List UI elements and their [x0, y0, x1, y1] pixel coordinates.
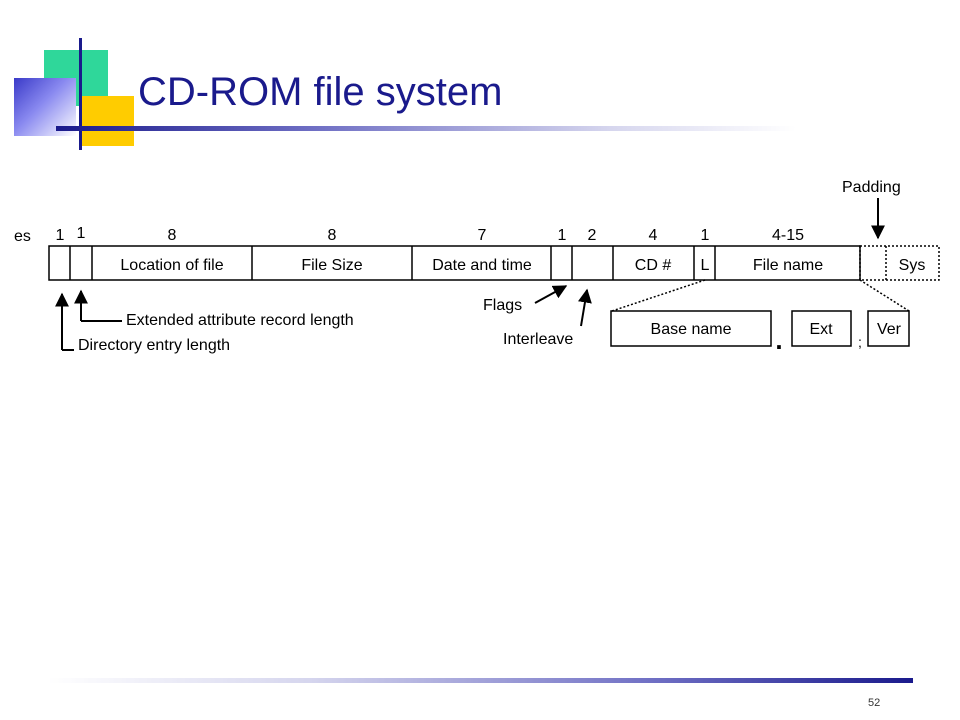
- field-size: 8: [328, 227, 337, 244]
- page-number: 52: [868, 697, 881, 709]
- ext-box: [791, 310, 852, 347]
- semicolon-separator: ;: [858, 334, 862, 350]
- base-name-label: Base name: [651, 321, 732, 338]
- title-underline: [56, 126, 796, 131]
- base-name-box: [610, 310, 772, 347]
- truncated-label: es: [14, 228, 31, 245]
- field-label: File Size: [301, 257, 362, 274]
- interleave-label: Interleave: [503, 331, 573, 348]
- logo-vertical-line: [79, 38, 82, 150]
- ver-box: [867, 310, 910, 347]
- sys-outline: [859, 245, 940, 281]
- field-size: 1: [56, 227, 65, 244]
- field-size: 8: [168, 227, 177, 244]
- extended-attr-label: Extended attribute record length: [126, 312, 354, 329]
- field-label: File name: [753, 257, 823, 274]
- ext-label: Ext: [809, 321, 833, 338]
- field-size: 1: [558, 227, 567, 244]
- field-size-row: 1 1 8 8 7 1 2 4 1 4-15: [56, 225, 805, 244]
- slide-title: CD-ROM file system: [138, 70, 503, 114]
- field-label: Sys: [899, 257, 926, 274]
- field-size: 7: [478, 227, 487, 244]
- logo-yellow-square: [82, 96, 134, 146]
- filename-expansion-lines: [611, 279, 910, 312]
- dir-entry-label: Directory entry length: [78, 337, 230, 354]
- field-size: 1: [701, 227, 710, 244]
- slide-logo-decoration: [0, 0, 140, 160]
- ver-label: Ver: [877, 321, 902, 338]
- flags-arrow: [534, 285, 568, 304]
- field-size: 4-15: [772, 227, 804, 244]
- field-label: CD #: [635, 257, 672, 274]
- dot-separator: .: [775, 325, 782, 355]
- padding-sys-fields: [859, 245, 940, 281]
- flags-label: Flags: [483, 297, 522, 314]
- field-label-row: Location of file File Size Date and time…: [120, 257, 925, 274]
- field-label: Date and time: [432, 257, 532, 274]
- field-label: Location of file: [120, 257, 223, 274]
- padding-label: Padding: [842, 179, 901, 196]
- field-label: L: [701, 257, 710, 274]
- footer-rule: [48, 678, 913, 683]
- filename-breakdown: [610, 310, 910, 347]
- field-size: 4: [649, 227, 658, 244]
- field-size: 2: [588, 227, 597, 244]
- interleave-arrow: [578, 288, 592, 327]
- field-size: 1: [77, 225, 86, 242]
